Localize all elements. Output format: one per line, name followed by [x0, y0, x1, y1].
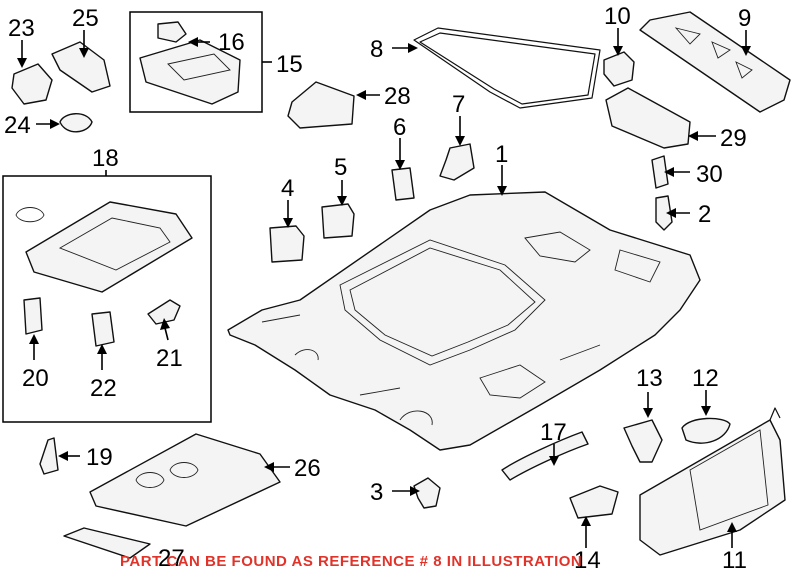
callout-2: 2 [698, 201, 711, 228]
callout-3: 3 [370, 479, 383, 506]
callout-11: 11 [722, 547, 747, 574]
reference-note: PART CAN BE FOUND AS REFERENCE # 8 IN IL… [120, 553, 582, 570]
lamp-part-29 [605, 87, 691, 149]
lamp-part-28 [287, 81, 355, 129]
sun-visor-part-11 [639, 407, 786, 556]
callout-8: 8 [370, 36, 383, 63]
callout-4: 4 [281, 175, 294, 202]
bracket-part-7 [439, 143, 475, 181]
callout-23: 23 [8, 15, 35, 42]
callout-21: 21 [156, 345, 183, 372]
callout-24: 24 [4, 112, 31, 139]
cover-part-20 [23, 297, 43, 335]
leader-lines [17, 28, 751, 548]
group-box-part-18 [2, 175, 212, 423]
callout-17: 17 [540, 419, 567, 446]
console-panel-part-9 [639, 11, 791, 113]
callout-26: 26 [294, 455, 321, 482]
bracket-part-25 [51, 41, 111, 93]
callout-19: 19 [86, 444, 113, 471]
clip-part-3 [413, 477, 441, 509]
pad-part-4 [269, 225, 305, 263]
callout-10: 10 [604, 3, 631, 30]
bracket-part-10 [603, 51, 635, 87]
callout-6: 6 [393, 114, 406, 141]
clip-part-2 [655, 195, 673, 231]
bulb-part-30 [651, 155, 669, 189]
clip-part-24 [59, 113, 93, 133]
callout-1: 1 [495, 141, 508, 168]
sunroof-seal-part-8 [413, 27, 601, 109]
callout-28: 28 [384, 83, 411, 110]
callout-5: 5 [334, 154, 347, 181]
console-part-26 [89, 433, 281, 527]
bracket-part-23 [11, 63, 53, 105]
callout-9: 9 [738, 5, 751, 32]
callout-labels: 1 2 3 4 5 6 7 8 9 10 11 12 13 14 15 16 1… [4, 3, 751, 574]
callout-18: 18 [92, 145, 119, 172]
callout-7: 7 [452, 91, 465, 118]
clip-part-19 [39, 437, 59, 475]
grab-handle-part-17 [501, 431, 589, 481]
callout-20: 20 [22, 365, 49, 392]
pad-part-5 [321, 203, 355, 239]
headliner-part-1 [227, 191, 701, 451]
callout-27: 27 [158, 545, 185, 572]
group-box-part-15 [129, 11, 263, 113]
callout-12: 12 [692, 365, 719, 392]
cover-part-12 [681, 417, 731, 444]
callout-16: 16 [218, 29, 245, 56]
holder-part-14 [569, 485, 619, 519]
callout-25: 25 [72, 5, 99, 32]
panel-part-27 [63, 527, 151, 559]
bulb-part-21 [147, 299, 181, 325]
callout-14: 14 [574, 547, 601, 574]
callout-13: 13 [636, 365, 663, 392]
callout-29: 29 [720, 125, 747, 152]
callout-15: 15 [276, 51, 303, 78]
callout-22: 22 [90, 375, 117, 402]
bulb-part-22 [91, 311, 115, 347]
hook-part-13 [623, 419, 663, 463]
callout-30: 30 [696, 161, 723, 188]
pad-part-6 [391, 167, 415, 201]
bulb-part-16 [157, 21, 187, 43]
